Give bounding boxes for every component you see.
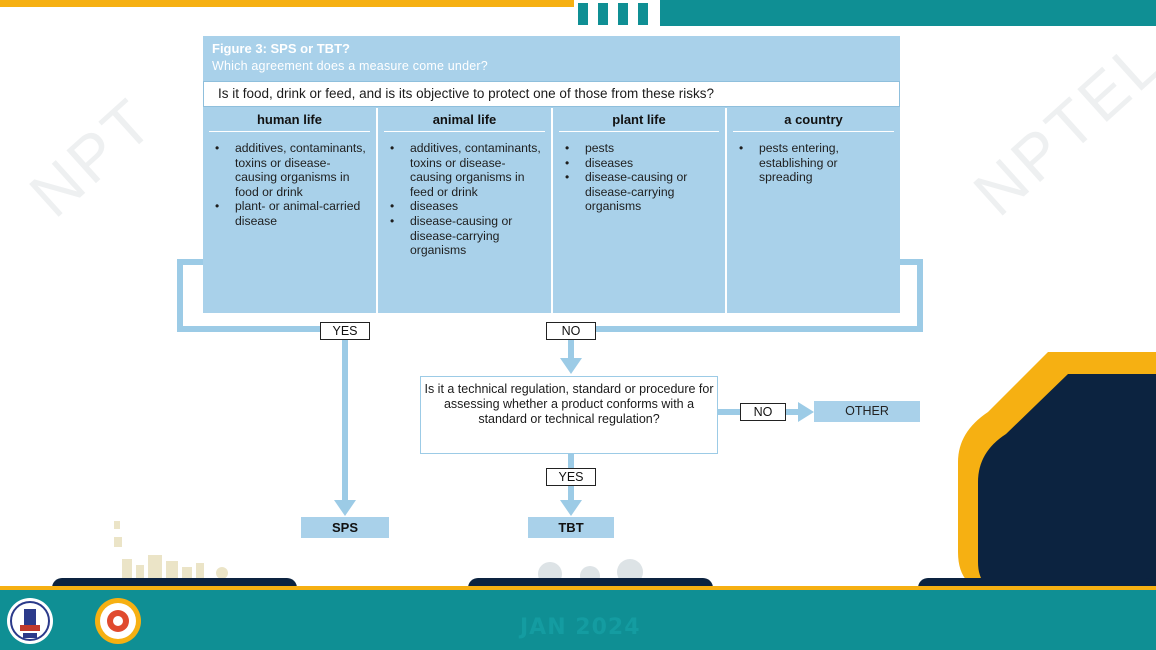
bottom-orange-line bbox=[0, 586, 1156, 590]
no-label: NO bbox=[546, 322, 596, 340]
no-label-2: NO bbox=[740, 403, 786, 421]
arrowhead bbox=[560, 358, 582, 374]
other-box: OTHER bbox=[814, 401, 920, 422]
tbt-box: TBT bbox=[528, 517, 614, 538]
list-item: disease-causing or disease-carrying orga… bbox=[388, 214, 545, 258]
top-teal-bar bbox=[660, 0, 1156, 26]
footer-bar bbox=[0, 590, 1156, 650]
list-item: pests bbox=[563, 141, 719, 156]
iit-kharagpur-logo-icon bbox=[7, 598, 53, 644]
column-plant-life: plant life pests diseases disease-causin… bbox=[553, 108, 725, 313]
top-stripe bbox=[638, 3, 648, 25]
yes-label-2: YES bbox=[546, 468, 596, 486]
corner-decoration bbox=[958, 352, 1156, 592]
list-item: diseases bbox=[563, 156, 719, 171]
arrowhead bbox=[798, 402, 814, 422]
column-header: human life bbox=[209, 112, 370, 132]
top-stripe bbox=[618, 3, 628, 25]
list-item: additives, contaminants, toxins or disea… bbox=[213, 141, 370, 199]
column-human-life: human life additives, contaminants, toxi… bbox=[203, 108, 376, 313]
list-item: diseases bbox=[388, 199, 545, 214]
list-item: plant- or animal-carried disease bbox=[213, 199, 370, 228]
bottom-tab bbox=[918, 578, 1156, 588]
arrowhead bbox=[334, 500, 356, 516]
sps-box: SPS bbox=[301, 517, 389, 538]
list-item: additives, contaminants, toxins or disea… bbox=[388, 141, 545, 199]
watermark-left: NPT bbox=[15, 83, 169, 231]
column-header: animal life bbox=[384, 112, 545, 132]
column-a-country: a country pests entering, establishing o… bbox=[727, 108, 900, 313]
top-orange-bar bbox=[0, 0, 574, 7]
arrowhead bbox=[560, 500, 582, 516]
bottom-tab bbox=[468, 578, 713, 588]
top-stripe bbox=[598, 3, 608, 25]
column-divider bbox=[725, 108, 727, 313]
risk-question: Is it food, drink or feed, and is its ob… bbox=[203, 81, 900, 107]
footer-date: JAN 2024 bbox=[520, 615, 641, 640]
list-item: pests entering, establishing or spreadin… bbox=[737, 141, 894, 185]
column-divider bbox=[376, 108, 378, 313]
figure-title: Figure 3: SPS or TBT? bbox=[212, 41, 350, 56]
column-header: plant life bbox=[559, 112, 719, 132]
column-divider bbox=[551, 108, 553, 313]
watermark-right: NPTEL bbox=[959, 24, 1156, 230]
column-header: a country bbox=[733, 112, 894, 132]
figure-subtitle: Which agreement does a measure come unde… bbox=[212, 59, 488, 73]
top-stripe bbox=[578, 3, 588, 25]
technical-regulation-question: Is it a technical regulation, standard o… bbox=[420, 376, 718, 454]
top-banner bbox=[0, 0, 1156, 26]
yes-label: YES bbox=[320, 322, 370, 340]
nptel-logo-icon bbox=[95, 598, 141, 644]
bottom-tab bbox=[52, 578, 297, 588]
list-item: disease-causing or disease-carrying orga… bbox=[563, 170, 719, 214]
column-animal-life: animal life additives, contaminants, tox… bbox=[378, 108, 551, 313]
city-illustration-icon bbox=[114, 521, 228, 585]
